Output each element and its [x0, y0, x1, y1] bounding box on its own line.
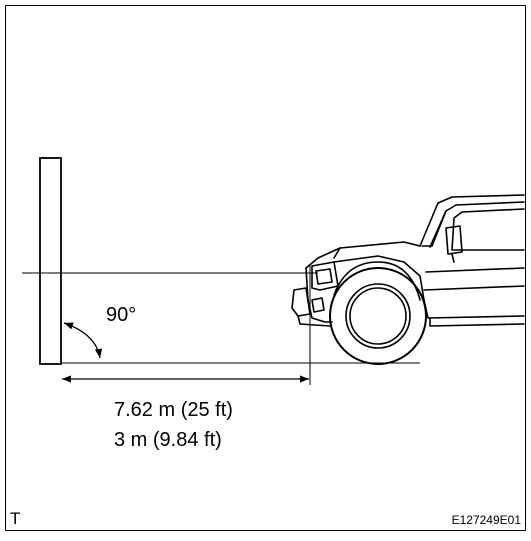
- angle-label: 90°: [106, 304, 136, 326]
- screen-wall: [39, 157, 62, 365]
- right-angle-arrow: [63, 322, 103, 359]
- vehicle-front: [291, 194, 525, 365]
- figure-code: E127249E01: [452, 513, 522, 527]
- corner-letter: T: [10, 509, 20, 528]
- distance-label-metric: 7.62 m (25 ft): [114, 399, 233, 421]
- outer-border: [5, 5, 526, 531]
- distance-label-alt: 3 m (9.84 ft): [114, 429, 222, 451]
